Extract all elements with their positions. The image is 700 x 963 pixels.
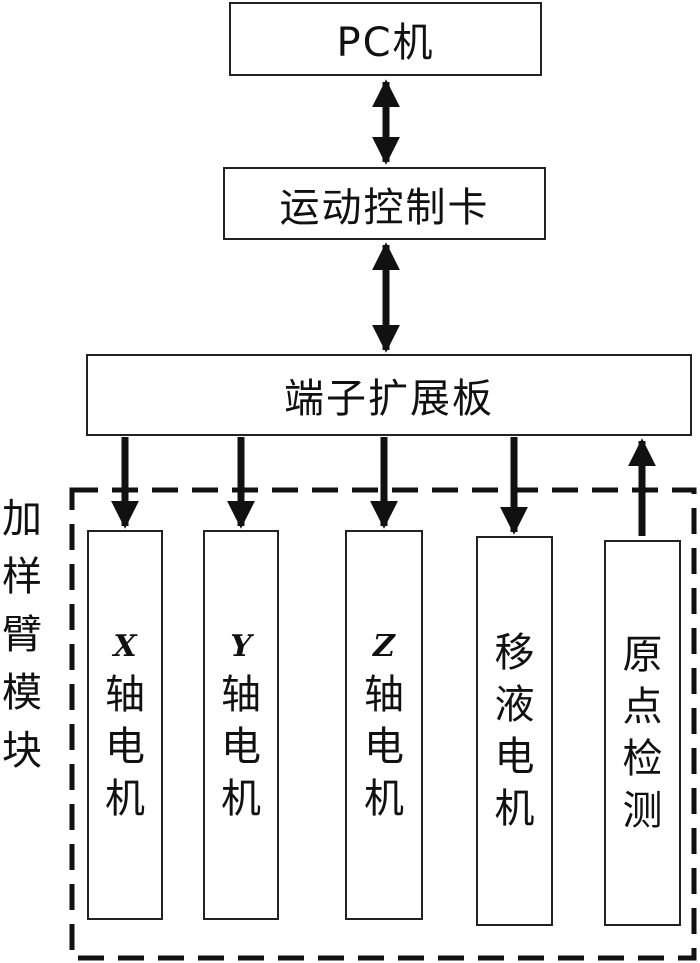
z-motor-char: 轴 — [364, 672, 404, 718]
y-motor-char: 机 — [221, 776, 261, 822]
origin-detect-char: 原 — [622, 632, 663, 678]
module-label-char: 模 — [2, 670, 42, 716]
y-axis-letter: Y — [230, 629, 252, 664]
x-motor-char: 电 — [105, 724, 145, 770]
x-motor-char: 机 — [105, 776, 145, 822]
motion-card-box: 运动控制卡 — [223, 167, 546, 240]
z-motor-char: 机 — [364, 776, 404, 822]
origin-detect-box: 原 点 检 测 — [604, 540, 681, 926]
y-motor-char: 电 — [221, 724, 261, 770]
pipette-motor-char: 移 — [494, 630, 535, 676]
pc-box: PC机 — [229, 2, 542, 76]
x-motor-label: X 轴 电 机 — [105, 625, 145, 825]
pipette-motor-char: 液 — [494, 682, 535, 728]
origin-detect-char: 检 — [622, 736, 663, 782]
origin-detect-char: 点 — [622, 684, 663, 730]
module-label-char: 加 — [2, 496, 42, 542]
pipette-motor-char: 电 — [494, 734, 535, 780]
pc-label: PC机 — [336, 20, 435, 66]
terminal-board-label: 端子扩展板 — [284, 376, 494, 422]
pipette-motor-char: 机 — [494, 786, 535, 832]
module-boundary — [69, 487, 697, 961]
motion-card-label: 运动控制卡 — [279, 184, 490, 231]
z-axis-letter: Z — [373, 629, 395, 664]
z-motor-char: 电 — [364, 724, 404, 770]
z-motor-label: Z 轴 电 机 — [364, 625, 404, 825]
z-motor-box: Z 轴 电 机 — [345, 530, 423, 920]
x-motor-char: 轴 — [105, 672, 145, 718]
module-label-char: 臂 — [2, 612, 42, 658]
module-label-char: 样 — [2, 554, 42, 600]
terminal-board-box: 端子扩展板 — [86, 354, 692, 436]
module-label: 加 样 臂 模 块 — [2, 490, 42, 780]
module-label-char: 块 — [2, 728, 42, 774]
origin-detect-char: 测 — [622, 788, 663, 834]
pipette-motor-box: 移 液 电 机 — [476, 536, 553, 926]
origin-detect-label: 原 点 检 测 — [623, 629, 663, 837]
x-motor-box: X 轴 电 机 — [87, 530, 163, 920]
y-motor-label: Y 轴 电 机 — [221, 625, 261, 825]
y-motor-char: 轴 — [221, 672, 261, 718]
pipette-motor-label: 移 液 电 机 — [495, 627, 535, 835]
y-motor-box: Y 轴 电 机 — [203, 530, 279, 920]
x-axis-letter: X — [113, 629, 137, 664]
